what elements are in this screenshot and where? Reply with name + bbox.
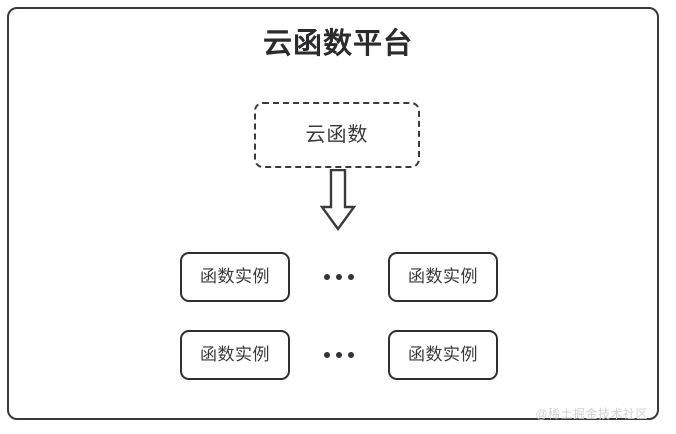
page-title: 云函数平台 (262, 28, 413, 60)
instance-row: 函数实例 函数实例 (180, 330, 498, 380)
function-instance-label: 函数实例 (200, 345, 270, 364)
ellipsis-dot (324, 274, 330, 280)
function-instance-box: 函数实例 (388, 330, 498, 380)
function-instance-label: 函数实例 (408, 267, 478, 286)
ellipsis-icon (324, 274, 354, 280)
function-instance-box: 函数实例 (388, 252, 498, 302)
function-instance-box: 函数实例 (180, 252, 290, 302)
ellipsis-dot (348, 274, 354, 280)
function-instance-box: 函数实例 (180, 330, 290, 380)
function-instance-label: 函数实例 (200, 267, 270, 286)
ellipsis-dot (336, 274, 342, 280)
ellipsis-dot (348, 352, 354, 358)
down-arrow-icon (320, 169, 356, 231)
function-instance-label: 函数实例 (408, 345, 478, 364)
ellipsis-icon (324, 352, 354, 358)
ellipsis-dot (324, 352, 330, 358)
cloud-function-box: 云函数 (254, 102, 420, 168)
watermark: @稀土掘金技术社区 (535, 407, 648, 421)
cloud-function-label: 云函数 (305, 124, 369, 146)
instance-row: 函数实例 函数实例 (180, 252, 498, 302)
ellipsis-dot (336, 352, 342, 358)
